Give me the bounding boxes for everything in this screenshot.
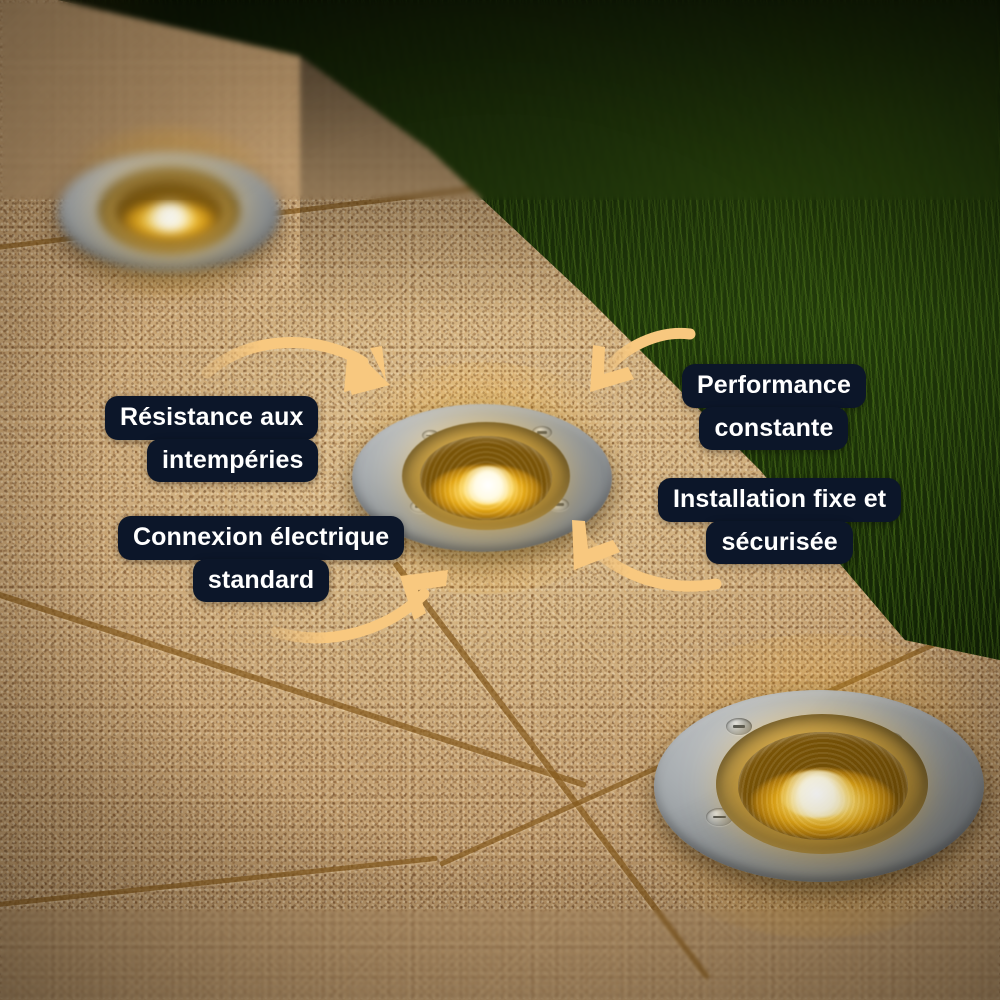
callout-installation[interactable]: Installation fixe et sécurisée xyxy=(658,478,902,564)
callout-installation-line-2: sécurisée xyxy=(706,520,853,564)
callout-connexion-line-1: Connexion électrique xyxy=(118,516,405,560)
callout-performance-line-2: constante xyxy=(699,406,849,450)
callout-performance[interactable]: Performance constante xyxy=(682,364,866,450)
callout-connexion[interactable]: Connexion électrique standard xyxy=(118,516,405,602)
callout-connexion-line-2: standard xyxy=(192,558,330,602)
lamp-hotspot xyxy=(144,202,196,232)
callout-performance-line-1: Performance xyxy=(682,364,866,408)
ring-screw xyxy=(726,718,752,735)
callout-resistance-line-1: Résistance aux xyxy=(105,396,319,440)
callout-installation-line-1: Installation fixe et xyxy=(658,478,902,522)
lamp-hotspot xyxy=(780,770,854,818)
ground-light-top-left xyxy=(40,126,298,298)
callout-resistance[interactable]: Résistance aux intempéries xyxy=(105,396,319,482)
callout-resistance-line-2: intempéries xyxy=(147,438,319,482)
ground-light-bottom-right xyxy=(606,634,1000,938)
lamp-hotspot xyxy=(460,466,516,504)
